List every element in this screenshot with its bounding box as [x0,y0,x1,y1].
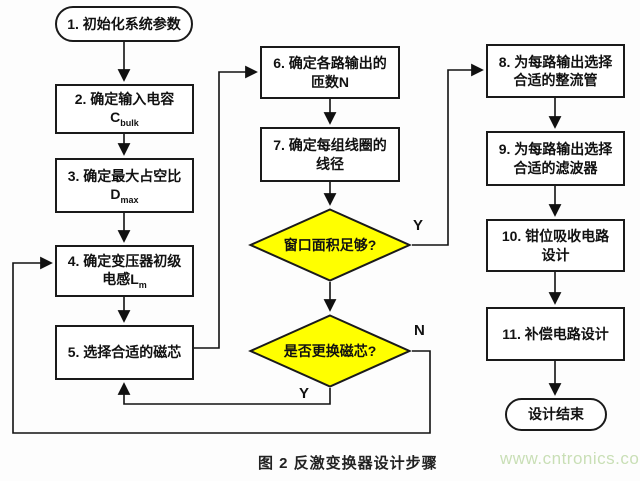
node-6-output-turns: 6. 确定各路输出的 匝数N [260,46,400,99]
node-line1: 2. 确定输入电容 [74,91,175,107]
node-5-select-core: 5. 选择合适的磁芯 [55,325,194,380]
node-line2: 设计 [541,246,570,263]
node-line1: 3. 确定最大占空比 [67,167,182,184]
node-line1: 4. 确定变压器初级 [67,253,182,269]
decision-window-area: 窗口面积足够? [248,208,412,282]
node-7-wire-diameter: 7. 确定每组线圈的 线径 [260,127,400,182]
node-line1: 9. 为每路输出选择 [498,141,613,158]
node-8-select-rectifier: 8. 为每路输出选择 合适的整流管 [486,44,625,98]
node-line1: 8. 为每路输出选择 [498,53,613,70]
node-line1: 10. 钳位吸收电路 [501,228,610,245]
diamond-polygon [248,314,412,388]
branch-label-yes-decision1: Y [413,217,424,234]
node-9-select-filter: 9. 为每路输出选择 合适的滤波器 [486,131,625,186]
node-line2: 线径 [316,155,344,172]
node-3-max-duty-cycle: 3. 确定最大占空比 Dmax [55,158,194,213]
edge-5-to-6 [194,65,258,349]
node-label: 1. 初始化系统参数 [67,15,181,32]
node-line2: 合适的滤波器 [513,159,598,176]
node-line2: Dmax [110,185,139,205]
node-11-compensation-design: 11. 补偿电路设计 [486,307,625,361]
node-end-design-finished: 设计结束 [505,398,607,431]
node-label: 11. 补偿电路设计 [502,325,609,342]
decision-diamond-shape [248,208,412,282]
node-label: 设计结束 [528,406,584,423]
diamond-polygon [248,208,412,282]
watermark-text: www.cntronics.com [500,449,640,468]
node-2-input-capacitor: 2. 确定输入电容 Cbulk [55,84,194,134]
branch-label-no-decision2: N [414,322,425,339]
node-4-primary-inductance: 4. 确定变压器初级 电感Lm [55,245,194,297]
decision-label: 窗口面积足够? [283,237,377,253]
node-line2: Cbulk [110,109,139,128]
node-label: 5. 选择合适的磁芯 [67,344,182,361]
decision-replace-core: 是否更换磁芯? [248,314,412,388]
decision-diamond-shape [248,314,412,388]
figure-caption: 图 2 反激变换器设计步骤 [258,455,438,472]
node-line2: 匝数N [310,73,350,90]
node-line2: 电感Lm [102,271,147,290]
node-line1: 7. 确定每组线圈的 [273,137,387,154]
node-line2: 合适的整流管 [513,72,598,88]
node-line1: 6. 确定各路输出的 [273,55,387,72]
branch-label-yes-decision2: Y [299,385,310,402]
node-10-clamp-snubber-design: 10. 钳位吸收电路 设计 [486,219,625,272]
decision-label: 是否更换磁芯? [283,343,377,359]
node-start-init-params: 1. 初始化系统参数 [55,6,193,42]
